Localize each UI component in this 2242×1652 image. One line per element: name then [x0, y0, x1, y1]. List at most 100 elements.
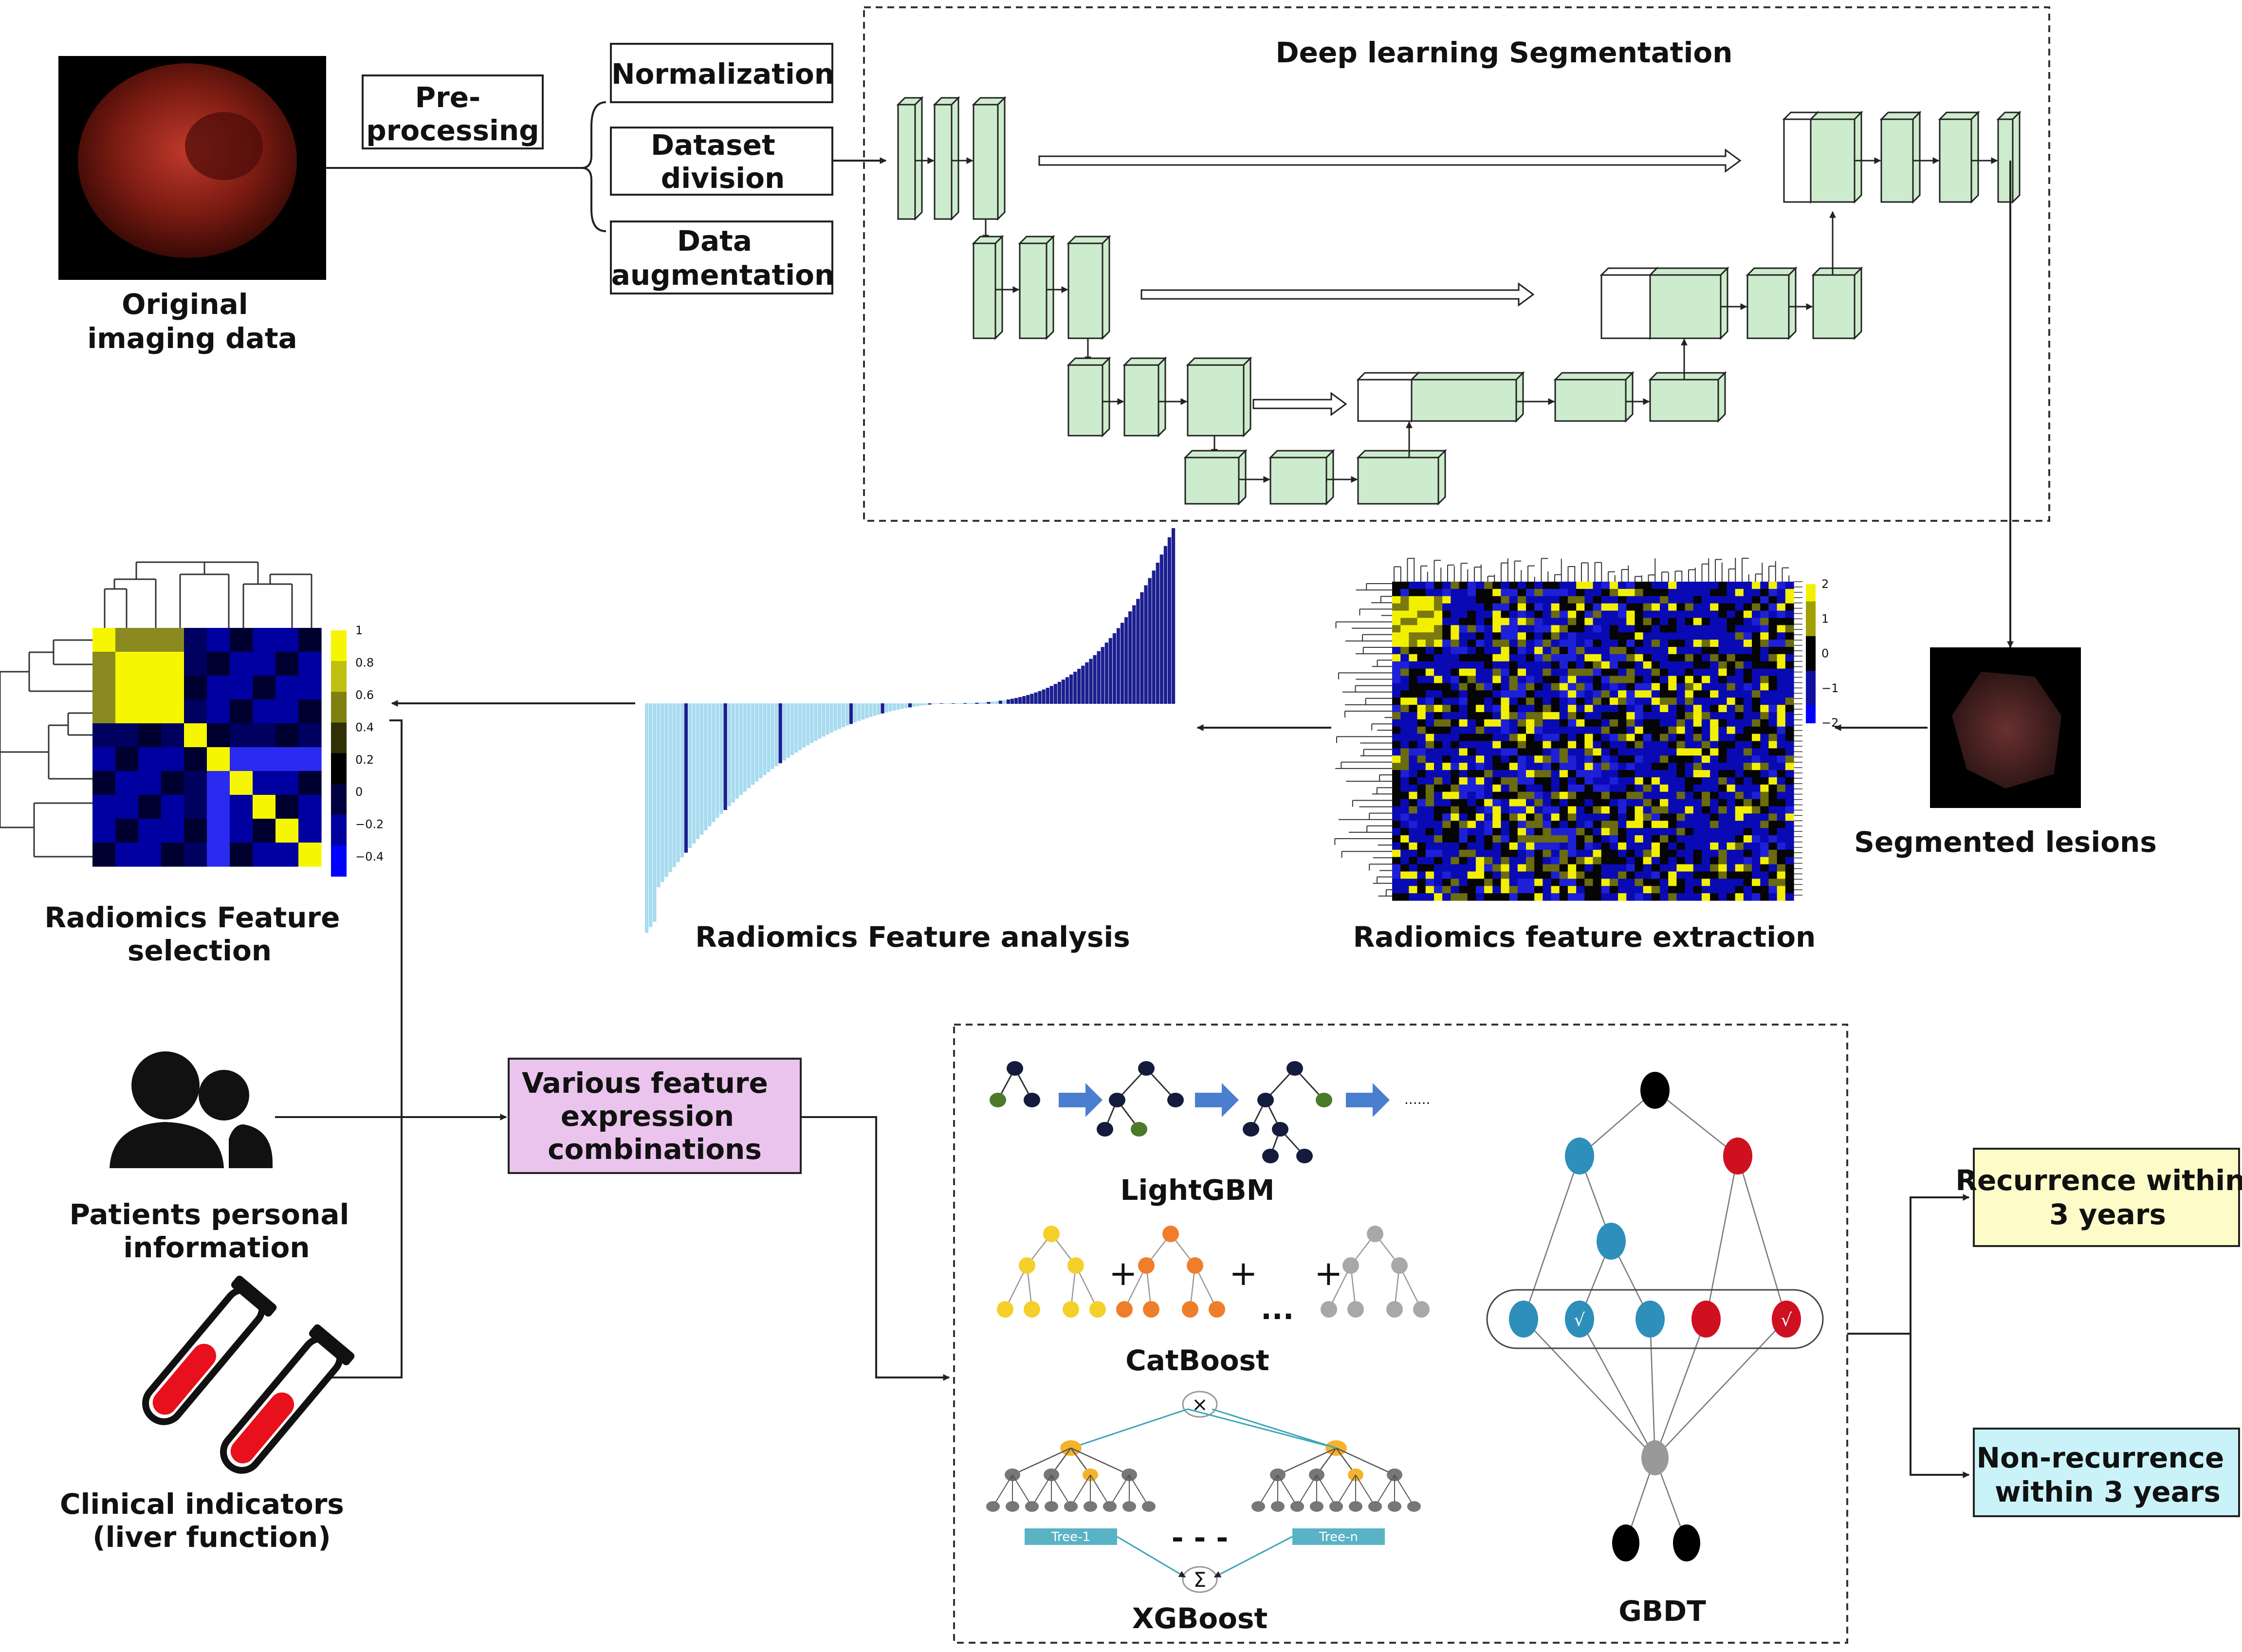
heatmap-cell [1668, 879, 1677, 886]
heatmap-cell [1409, 596, 1418, 604]
heatmap-cell [1643, 763, 1652, 771]
heatmap-cell [1643, 799, 1652, 807]
heatmap-cell [1501, 886, 1510, 894]
heatmap-cell [1433, 712, 1443, 720]
heatmap-cell [1551, 588, 1560, 597]
heatmap-cell [1492, 588, 1502, 597]
heatmap-cell [1660, 828, 1669, 836]
heatmap-cell [1442, 886, 1451, 894]
heatmap-cell [1618, 770, 1627, 778]
heatmap-cell [1760, 849, 1769, 858]
heatmap-cell [1433, 821, 1443, 828]
heatmap-cell [1676, 813, 1686, 821]
heatmap-cell [1567, 596, 1577, 604]
heatmap-cell [1442, 734, 1451, 742]
heatmap-cell [1609, 734, 1618, 742]
heatmap-cell [1417, 813, 1426, 821]
heatmap-cell [1685, 582, 1694, 589]
feature-bar [1022, 696, 1026, 704]
scale-tick-label: −2 [1821, 716, 1838, 730]
heatmap-cell [1752, 849, 1761, 858]
heatmap-cell [1735, 690, 1744, 698]
heatmap-cell [1584, 582, 1594, 589]
unet-block [1357, 457, 1439, 505]
heatmap-cell [1567, 712, 1577, 720]
heatmap-cell [1509, 799, 1518, 807]
heatmap-cell [1409, 777, 1418, 785]
heatmap-cell [1551, 596, 1560, 604]
heatmap-cell [1676, 835, 1686, 843]
heatmap-cell [1526, 610, 1535, 619]
heatmap-cell [1559, 770, 1568, 778]
heatmap-cell [1425, 886, 1434, 894]
tree-node [1262, 1149, 1279, 1163]
heatmap-cell [1785, 871, 1794, 879]
heatmap-cell [1425, 777, 1434, 785]
heatmap-cell [1467, 632, 1476, 640]
heatmap-cell [1501, 603, 1510, 611]
heatmap-cell [1618, 705, 1627, 713]
heatmap-cell [1735, 726, 1744, 734]
heatmap-cell [1727, 588, 1736, 597]
heatmap-cell [1442, 712, 1451, 720]
feature-bar [664, 703, 668, 877]
heatmap-cell [1484, 813, 1493, 821]
heatmap-cell [1526, 784, 1535, 792]
heatmap-cell [1643, 610, 1652, 619]
heatmap-cell [1777, 690, 1786, 698]
correlation-cell [92, 699, 116, 724]
heatmap-cell [1400, 698, 1409, 705]
heatmap-cell [1768, 690, 1778, 698]
feature-bar [1002, 700, 1007, 704]
heatmap-cell [1710, 784, 1719, 792]
feature-bar [853, 703, 857, 723]
heatmap-cell [1584, 654, 1594, 662]
heatmap-cell [1743, 886, 1752, 894]
heatmap-cell [1760, 842, 1769, 850]
heatmap-cell [1760, 646, 1769, 655]
heatmap-cell [1400, 610, 1409, 619]
heatmap-cell [1475, 618, 1485, 625]
heatmap-cell [1409, 748, 1418, 756]
heatmap-cell [1451, 596, 1460, 604]
heatmap-cell [1442, 610, 1451, 619]
heatmap-cell [1517, 828, 1526, 836]
heatmap-cell [1760, 690, 1769, 698]
heatmap-cell [1567, 835, 1577, 843]
heatmap-cell [1701, 871, 1710, 879]
correlation-cell [184, 676, 207, 700]
heatmap-cell [1526, 813, 1535, 821]
heatmap-cell [1392, 603, 1401, 611]
heatmap-cell [1459, 857, 1468, 865]
correlation-cell [298, 843, 322, 867]
heatmap-cell [1609, 813, 1618, 821]
heatmap-cell [1601, 588, 1610, 597]
heatmap-cell [1433, 676, 1443, 684]
tree-edge [1277, 1447, 1337, 1476]
heatmap-cell [1593, 842, 1602, 850]
heatmap-cell [1785, 849, 1794, 858]
unet-block [1600, 274, 1651, 339]
heatmap-cell [1576, 661, 1585, 669]
heatmap-cell [1559, 886, 1568, 894]
scale-tick-label: 0 [355, 785, 363, 799]
heatmap-cell [1467, 726, 1476, 734]
heatmap-cell [1727, 813, 1736, 821]
unet-block [1067, 364, 1103, 437]
heatmap-cell [1492, 646, 1502, 655]
heatmap-cell [1459, 886, 1468, 894]
heatmap-cell [1509, 835, 1518, 843]
heatmap-cell [1618, 871, 1627, 879]
heatmap-cell [1543, 646, 1552, 655]
scale-swatch [1806, 619, 1816, 623]
heatmap-cell [1768, 640, 1778, 647]
heatmap-cell [1451, 763, 1460, 771]
heatmap-cell [1768, 698, 1778, 705]
heatmap-cell [1551, 719, 1560, 727]
heatmap-cell [1752, 835, 1761, 843]
heatmap-cell [1643, 734, 1652, 742]
heatmap-cell [1509, 791, 1518, 800]
heatmap-cell [1475, 661, 1485, 669]
heatmap-cell [1475, 654, 1485, 662]
heatmap-cell [1701, 588, 1710, 597]
